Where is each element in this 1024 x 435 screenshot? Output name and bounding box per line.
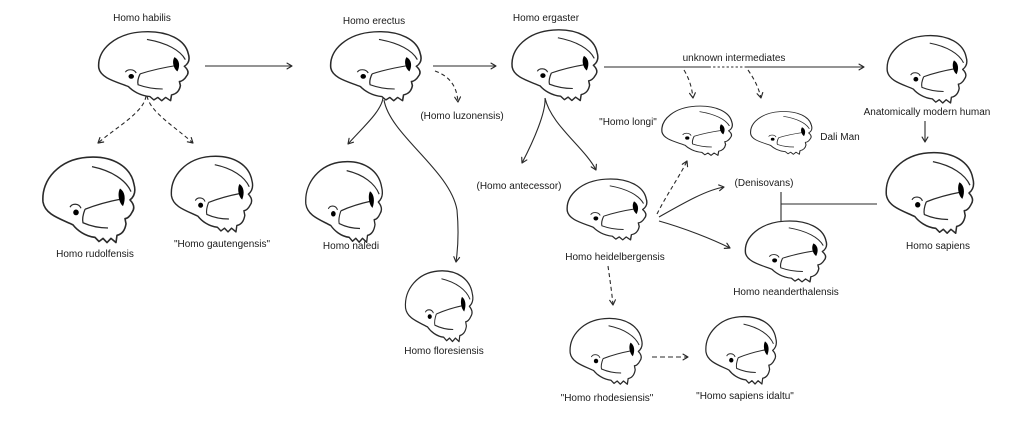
skull-rudolfensis: [42, 156, 136, 244]
edge-erectus-floresiensis: [383, 99, 461, 263]
label-dali-man: Dali Man: [820, 132, 860, 143]
label-homo-ergaster: Homo ergaster: [512, 13, 580, 24]
skull-naledi: [304, 160, 384, 244]
skull-floresiensis: [404, 270, 474, 343]
skull-dali: [750, 110, 813, 155]
edge-erectus-naledi: [347, 97, 384, 145]
skull-habilis: [97, 30, 190, 102]
label-homo-rhodesiensis: "Homo rhodesiensis": [560, 393, 654, 404]
edge-ergaster-antecessor: [521, 97, 546, 164]
label-homo-naledi: Homo naledi: [322, 241, 380, 252]
label-unknown-intermediates: unknown intermediates: [682, 53, 786, 64]
skull-idaltu: [705, 315, 777, 385]
label-homo-antecessor: (Homo antecessor): [476, 181, 562, 192]
label-homo-neanderthalensis: Homo neanderthalensis: [733, 287, 839, 298]
skull-ergaster: [511, 29, 599, 102]
label-homo-gautengensis: "Homo gautengensis": [173, 239, 271, 250]
skull-sapiens: [885, 151, 975, 235]
edge-ergaster-heidelbergensis: [544, 97, 597, 171]
skull-amh: [886, 34, 968, 104]
label-homo-longi: "Homo longi": [599, 117, 657, 128]
edge-intermediates-longi: [683, 69, 696, 99]
label-homo-luzonensis: (Homo luzonensis): [420, 111, 504, 122]
label-homo-erectus: Homo erectus: [342, 16, 406, 27]
label-anatomically-modern-human: Anatomically modern human: [863, 107, 991, 118]
skull-gautengensis: [170, 155, 254, 233]
label-homo-sapiens-idaltu: "Homo sapiens idaltu": [696, 391, 794, 402]
label-homo-habilis: Homo habilis: [113, 13, 171, 24]
skull-longi: [661, 105, 733, 157]
label-denisovans: (Denisovans): [734, 178, 794, 189]
edge-erectus-luzonensis: [434, 70, 462, 103]
label-homo-rudolfensis: Homo rudolfensis: [56, 249, 134, 260]
edge-heidelbergensis-neanderthalensis: [658, 220, 731, 249]
label-homo-heidelbergensis: Homo heidelbergensis: [565, 252, 665, 263]
label-homo-sapiens: Homo sapiens: [906, 241, 970, 252]
edge-habilis-rudolfensis: [97, 95, 147, 144]
skull-neanderthalensis: [744, 220, 828, 283]
edge-habilis-gautengensis: [146, 95, 194, 144]
edge-heidelbergensis-denisovans: [658, 184, 725, 218]
edge-heidelbergensis-longi: [656, 160, 689, 215]
label-homo-floresiensis: Homo floresiensis: [404, 346, 484, 357]
skull-erectus: [329, 30, 422, 102]
skull-rhodesiensis: [569, 317, 643, 385]
edge-heidelbergensis-rhodesiensis: [607, 265, 617, 306]
edge-intermediates-dali: [747, 69, 764, 99]
skull-heidelbergensis: [566, 178, 648, 241]
